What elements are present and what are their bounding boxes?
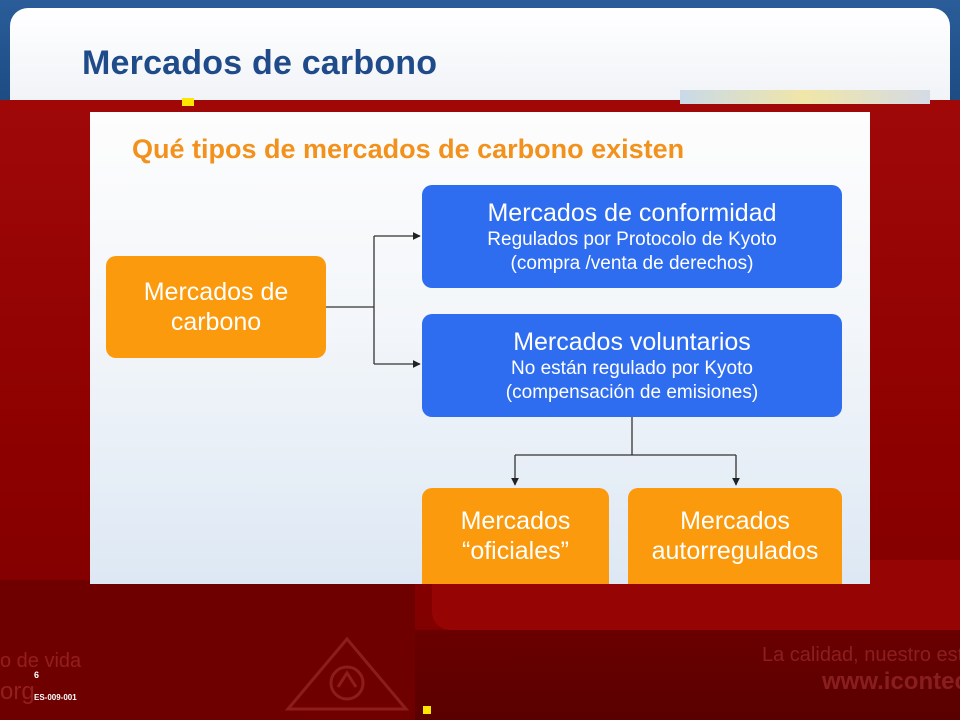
self-regulated-markets-box: Mercados autorregulados (628, 488, 842, 584)
footer-ghost-text: o de vida (0, 650, 82, 672)
official-markets-box: Mercados “oficiales” (422, 488, 609, 584)
footer-ghost-text: www.icontec.o (822, 668, 960, 695)
compliance-markets-title: Mercados de conformidad (487, 198, 777, 227)
voluntary-markets-regulation: No están regulado por Kyoto (511, 357, 753, 379)
document-code: ES-009-001 (34, 693, 77, 702)
diagram-content: Qué tipos de mercados de carbono existen… (90, 112, 870, 584)
compliance-markets-regulation: Regulados por Protocolo de Kyoto (487, 228, 777, 250)
official-markets-line2: “oficiales” (462, 537, 569, 565)
footer-ghost-text: org (0, 678, 35, 705)
footer-ghost-text: La calidad, nuestro esti (762, 644, 960, 666)
voluntary-markets-title: Mercados voluntarios (513, 327, 751, 356)
official-markets-line1: Mercados (460, 507, 571, 535)
icontec-logo-icon (284, 636, 410, 711)
self-regulated-markets-line2: autorregulados (651, 537, 819, 565)
yellow-marker-top (182, 98, 194, 106)
yellow-marker-bottom (423, 706, 431, 714)
slide-title: Mercados de carbono (82, 44, 438, 82)
page-number: 6 (34, 670, 40, 680)
background-strip (680, 90, 930, 104)
voluntary-markets-note: (compensación de emisiones) (505, 381, 759, 403)
red-panel-left (0, 580, 415, 720)
carbon-markets-line2: carbono (170, 308, 262, 336)
voluntary-markets-box: Mercados voluntarios No están regulado p… (422, 314, 842, 417)
self-regulated-markets-line1: Mercados (680, 507, 790, 535)
compliance-markets-box: Mercados de conformidad Regulados por Pr… (422, 185, 842, 288)
carbon-markets-box: Mercados de carbono (106, 256, 326, 358)
diagram-heading: Qué tipos de mercados de carbono existen (132, 134, 685, 164)
carbon-markets-line1: Mercados de (143, 278, 289, 306)
compliance-markets-note: (compra /venta de derechos) (510, 252, 754, 274)
